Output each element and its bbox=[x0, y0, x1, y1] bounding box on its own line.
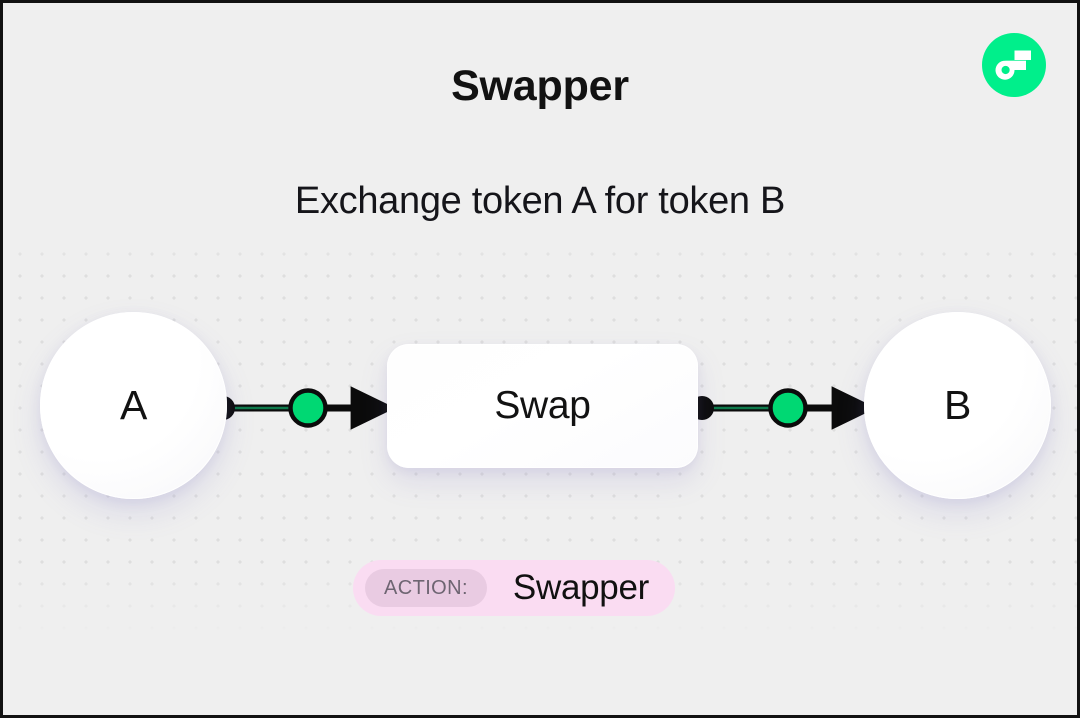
edge-swap-to-b bbox=[690, 386, 877, 430]
node-token-a[interactable]: A bbox=[40, 312, 227, 499]
flow-logo-icon[interactable] bbox=[982, 33, 1046, 97]
node-token-b-label: B bbox=[943, 382, 972, 428]
edge-marker-a bbox=[288, 388, 328, 428]
node-swap-label: Swap bbox=[494, 384, 591, 427]
node-swap[interactable]: Swap bbox=[387, 344, 698, 468]
page-title: Swapper bbox=[451, 62, 629, 110]
edge-marker-b bbox=[768, 388, 808, 428]
action-badge: ACTION: Swapper bbox=[353, 560, 675, 616]
page-subtitle: Exchange token A for token B bbox=[294, 180, 786, 222]
edge-a-to-swap bbox=[211, 386, 396, 430]
action-badge-tag: ACTION: bbox=[365, 569, 487, 607]
action-badge-value: Swapper bbox=[512, 568, 649, 607]
node-token-b[interactable]: B bbox=[864, 312, 1051, 499]
node-token-a-label: A bbox=[119, 382, 148, 428]
